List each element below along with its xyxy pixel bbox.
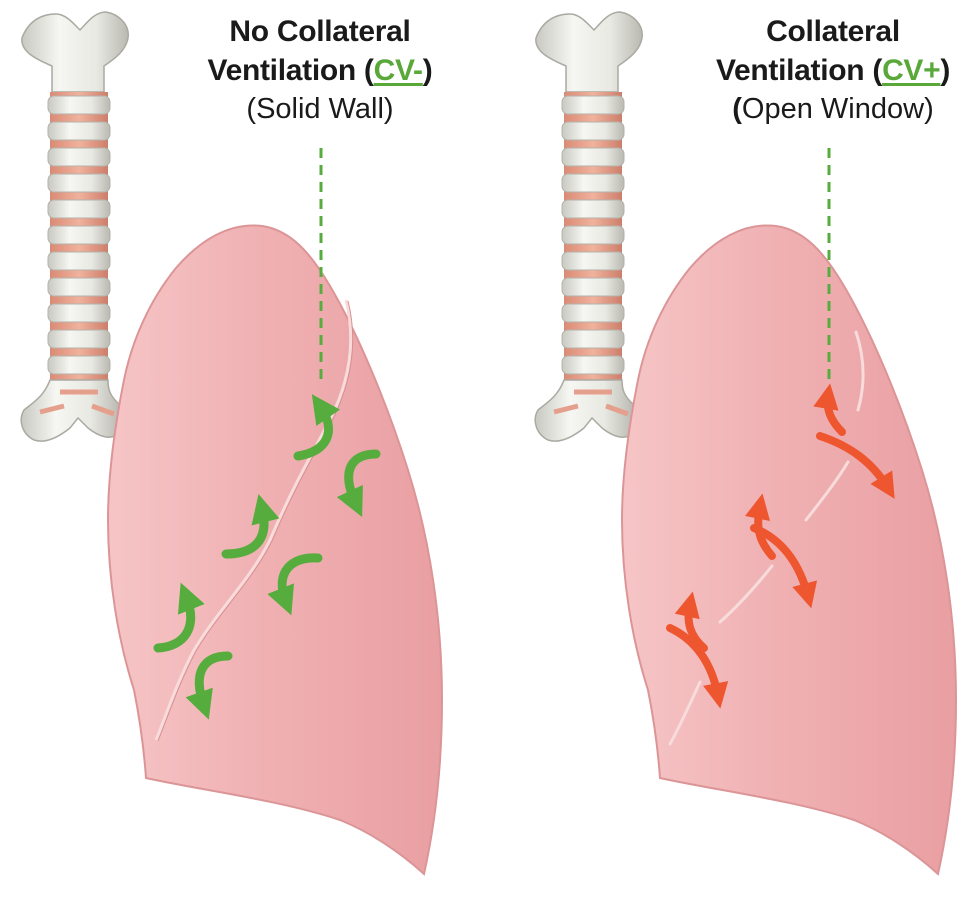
trachea-ring [562,278,624,296]
trachea-ring [562,96,624,114]
trachea-ring [562,148,624,166]
title-line-2: Ventilation (CV-) [175,51,465,90]
trachea-ring [48,96,110,114]
subtitle: (Solid Wall) [175,90,465,129]
trachea-ring [562,304,624,322]
subtitle: (Open Window) [688,90,966,129]
trachea-ring [562,174,624,192]
trachea-ring [562,330,624,348]
trachea-ring [562,200,624,218]
panel-cv-negative [21,12,442,874]
trachea-left [21,12,128,441]
trachea-ring [48,304,110,322]
trachea-ring [562,226,624,244]
cv-code: CV+ [882,54,940,87]
trachea-ring [48,330,110,348]
title-line-2: Ventilation (CV+) [688,51,966,90]
trachea-right [535,12,642,441]
title-line-1: No Collateral [175,12,465,51]
title-line-1: Collateral [688,12,966,51]
trachea-ring [562,356,624,374]
lung-left [108,225,442,874]
trachea-ring [48,252,110,270]
trachea-ring [48,226,110,244]
trachea-ring [48,200,110,218]
panel-cv-positive [535,12,956,874]
trachea-ring [48,278,110,296]
trachea-ring [48,174,110,192]
label-cv-positive: Collateral Ventilation (CV+) (Open Windo… [688,12,966,129]
trachea-ring [562,122,624,140]
label-cv-negative: No Collateral Ventilation (CV-) (Solid W… [175,12,465,129]
trachea-ring [562,252,624,270]
cv-code: CV- [374,54,423,87]
trachea-rings [562,96,624,374]
trachea-ring [48,356,110,374]
trachea-ring [48,122,110,140]
trachea-ring [48,148,110,166]
trachea-rings [48,96,110,374]
